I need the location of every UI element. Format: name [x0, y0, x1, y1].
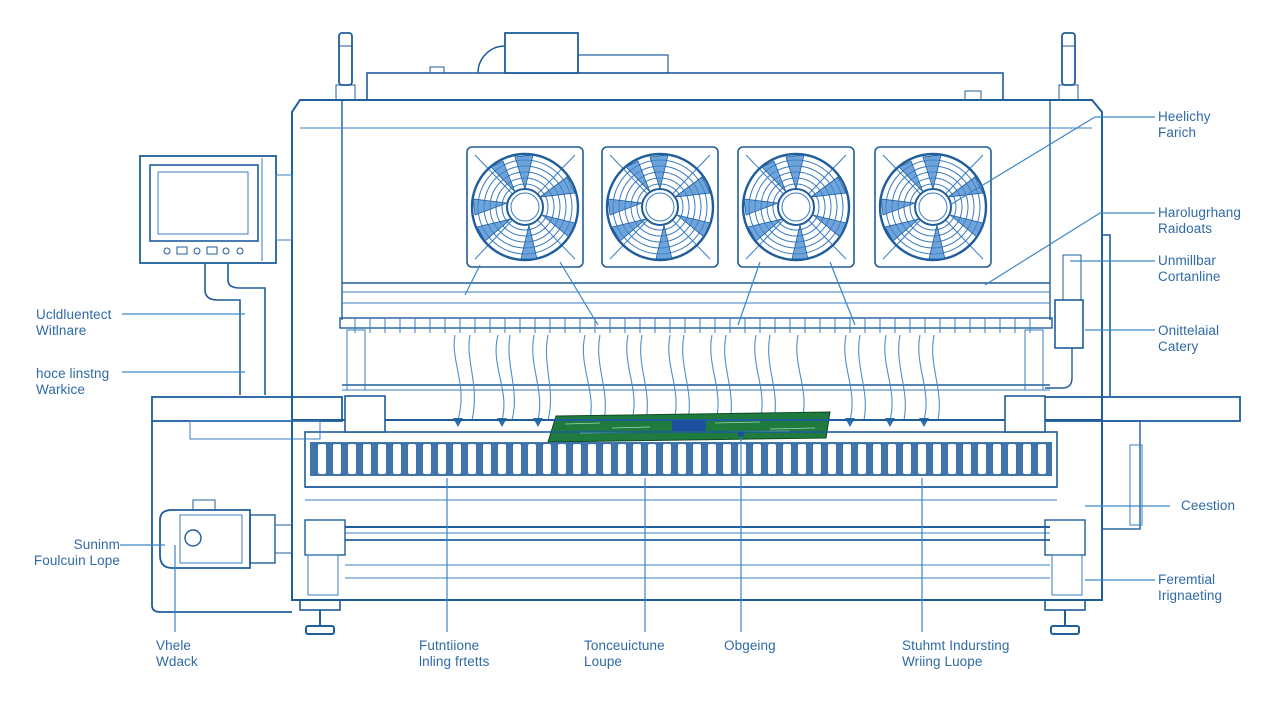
airflow-arrows-icon — [453, 334, 940, 421]
touchscreen-panel-icon — [139, 155, 293, 395]
axial-fan-icon — [465, 145, 585, 269]
callout-label-bottom-5: Stuhmt Indursting Wriing Luope — [902, 638, 1010, 669]
callout-label-right-2: Harolugrhang Raidoats — [1158, 205, 1242, 236]
callout-label-left-1: Ucldluentect Witlnare — [36, 307, 112, 338]
callout-label-right-5: Ceestion — [1181, 498, 1236, 513]
callout-label-left-2: hoce linstng Warkice — [36, 366, 110, 397]
oven-main-body — [291, 99, 1103, 421]
callout-label-right-3: Unmillbar Cortanline — [1158, 253, 1221, 284]
controller-box — [1045, 234, 1111, 396]
callout-leader-lines — [120, 116, 1170, 632]
infeed-conveyor — [151, 395, 386, 613]
callout-label-right-1: Heelichy Farich — [1158, 109, 1211, 140]
outfeed-conveyor — [1004, 395, 1241, 530]
callout-label-right-6: Feremtial Irignaeting — [1158, 572, 1223, 603]
axial-fan-icon — [600, 145, 720, 269]
callout-label-bottom-1: Vhele Wdack — [156, 638, 198, 669]
axial-fan-icon — [736, 145, 856, 269]
circuit-board-icon — [547, 411, 831, 443]
callout-label-bottom-4: Obgeing — [724, 638, 776, 653]
electric-motor-icon — [159, 499, 293, 569]
callout-label-right-4: Onittelaial Catery — [1158, 323, 1220, 354]
callout-label-bottom-2: Futntiione lnling frtetts — [419, 638, 490, 669]
roller-chain-icon — [304, 431, 1058, 488]
axial-fan-icon — [873, 145, 993, 269]
leveling-foot-icon — [299, 599, 1086, 635]
callout-label-left-3: Suninm Foulcuin Lope — [33, 537, 120, 568]
callout-label-bottom-3: Tonceuictune Loupe — [584, 638, 665, 669]
top-housing — [366, 32, 1004, 101]
signal-tower-icon — [335, 32, 1079, 101]
